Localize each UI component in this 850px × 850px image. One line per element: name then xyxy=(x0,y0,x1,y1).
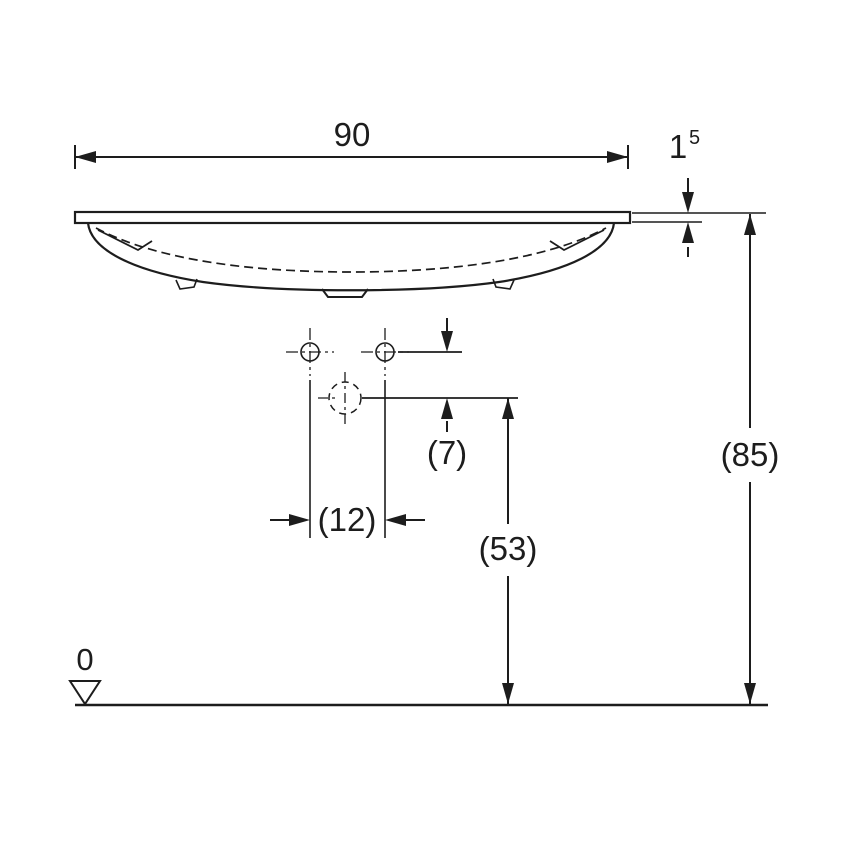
tap-drain-offset-label: (7) xyxy=(427,434,467,471)
datum-zero-label: 0 xyxy=(76,642,93,677)
arrow-right-icon xyxy=(289,514,310,526)
arrow-up-icon xyxy=(502,398,514,419)
width-dimension-label: 90 xyxy=(334,116,371,153)
basin-right-tab xyxy=(492,278,515,290)
arrow-up-icon xyxy=(744,214,756,235)
dimension-tap-drain-offset: (7) xyxy=(362,318,518,471)
dimension-drain-height: (53) xyxy=(479,398,538,704)
basin-rim-slab xyxy=(73,210,632,225)
basin-bowl-outline xyxy=(86,222,616,292)
overall-height-label: (85) xyxy=(721,436,780,473)
dimension-tap-spacing: (12) xyxy=(270,380,425,538)
arrow-right-icon xyxy=(607,151,628,163)
thickness-superscript-label: 5 xyxy=(689,127,700,149)
drain-hole xyxy=(318,372,362,424)
ground-datum: 0 xyxy=(68,642,768,707)
arrow-down-icon xyxy=(744,683,756,704)
datum-triangle-icon xyxy=(68,680,102,706)
thickness-label: 1 xyxy=(669,128,687,165)
basin-left-corner-detail xyxy=(97,229,153,252)
arrow-down-icon xyxy=(502,683,514,704)
basin-drain-boss xyxy=(321,288,369,298)
drain-height-label: (53) xyxy=(479,530,538,567)
arrow-up-icon xyxy=(682,222,694,243)
arrow-down-icon xyxy=(682,192,694,213)
basin-front-view xyxy=(73,210,632,298)
basin-inner-rim-hidden-line xyxy=(95,227,607,273)
tap-spacing-label: (12) xyxy=(318,501,377,538)
arrow-up-icon xyxy=(441,398,453,419)
basin-left-tab xyxy=(175,278,198,290)
arrow-left-icon xyxy=(75,151,96,163)
dimension-thickness: 1 5 xyxy=(632,127,766,257)
arrow-left-icon xyxy=(385,514,406,526)
arrow-down-icon xyxy=(441,331,453,352)
tap-holes xyxy=(286,328,409,376)
dimension-width: 90 xyxy=(74,116,629,169)
basin-right-corner-detail xyxy=(549,229,605,252)
dimension-overall-height: (85) xyxy=(721,214,780,704)
